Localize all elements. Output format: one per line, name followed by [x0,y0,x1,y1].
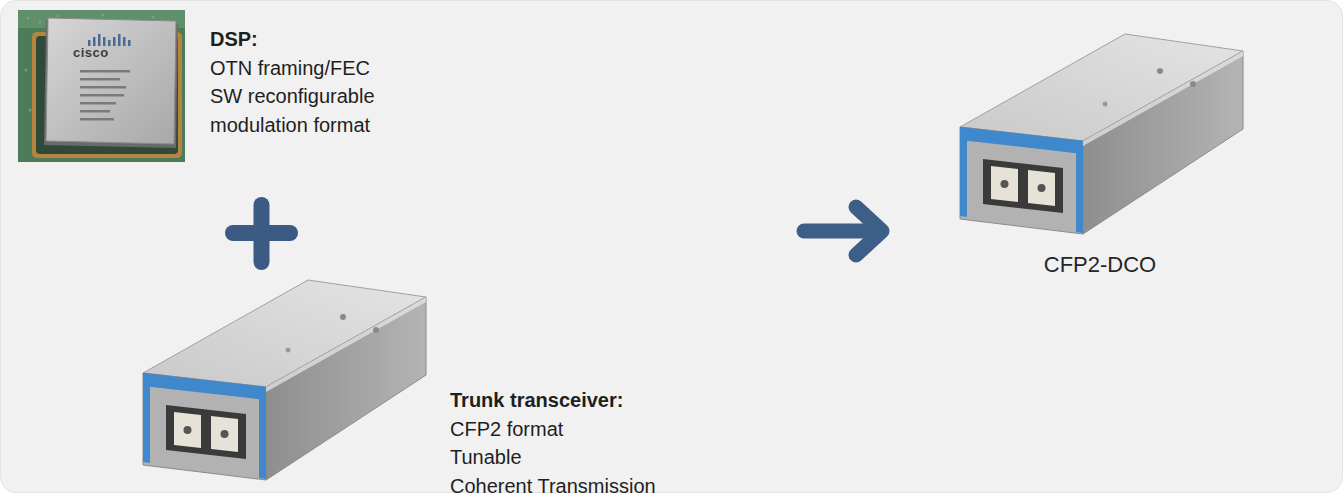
component-node: CFP2-DCO [950,25,1254,281]
node-heading: Trunk transceiver: [450,386,750,415]
node-text: CFP2 format [450,415,750,444]
plus-sign [254,205,270,262]
plus-sign [233,205,290,262]
chip-logo-label: cisco [73,46,109,60]
text-block: CFP2-DCO [950,251,1250,279]
node-text: SW reconfigurable modulation format [210,82,400,139]
node-heading: DSP: [210,25,400,54]
component-photo [18,10,185,162]
component-photo [143,280,426,480]
node-text: Coherent Transmission [450,472,750,498]
component-photo [138,275,428,485]
node-text: Tunable [450,443,750,472]
node-text: OTN framing/FEC [210,54,400,83]
component-photo [950,25,1245,239]
component-photo [960,34,1243,234]
text-block: Trunk transceiver:CFP2 formatTunableCohe… [450,386,750,498]
component-node: Trunk transceiver:CFP2 formatTunableCohe… [138,275,754,498]
result-arrow [804,207,882,255]
text-block: DSP:OTN framing/FECSW reconfigurable mod… [210,25,400,139]
component-node: DSP:OTN framing/FECSW reconfigurable mod… [18,10,404,164]
node-text: CFP2-DCO [950,251,1250,279]
component-photo [18,10,185,162]
result-arrow [856,207,882,255]
